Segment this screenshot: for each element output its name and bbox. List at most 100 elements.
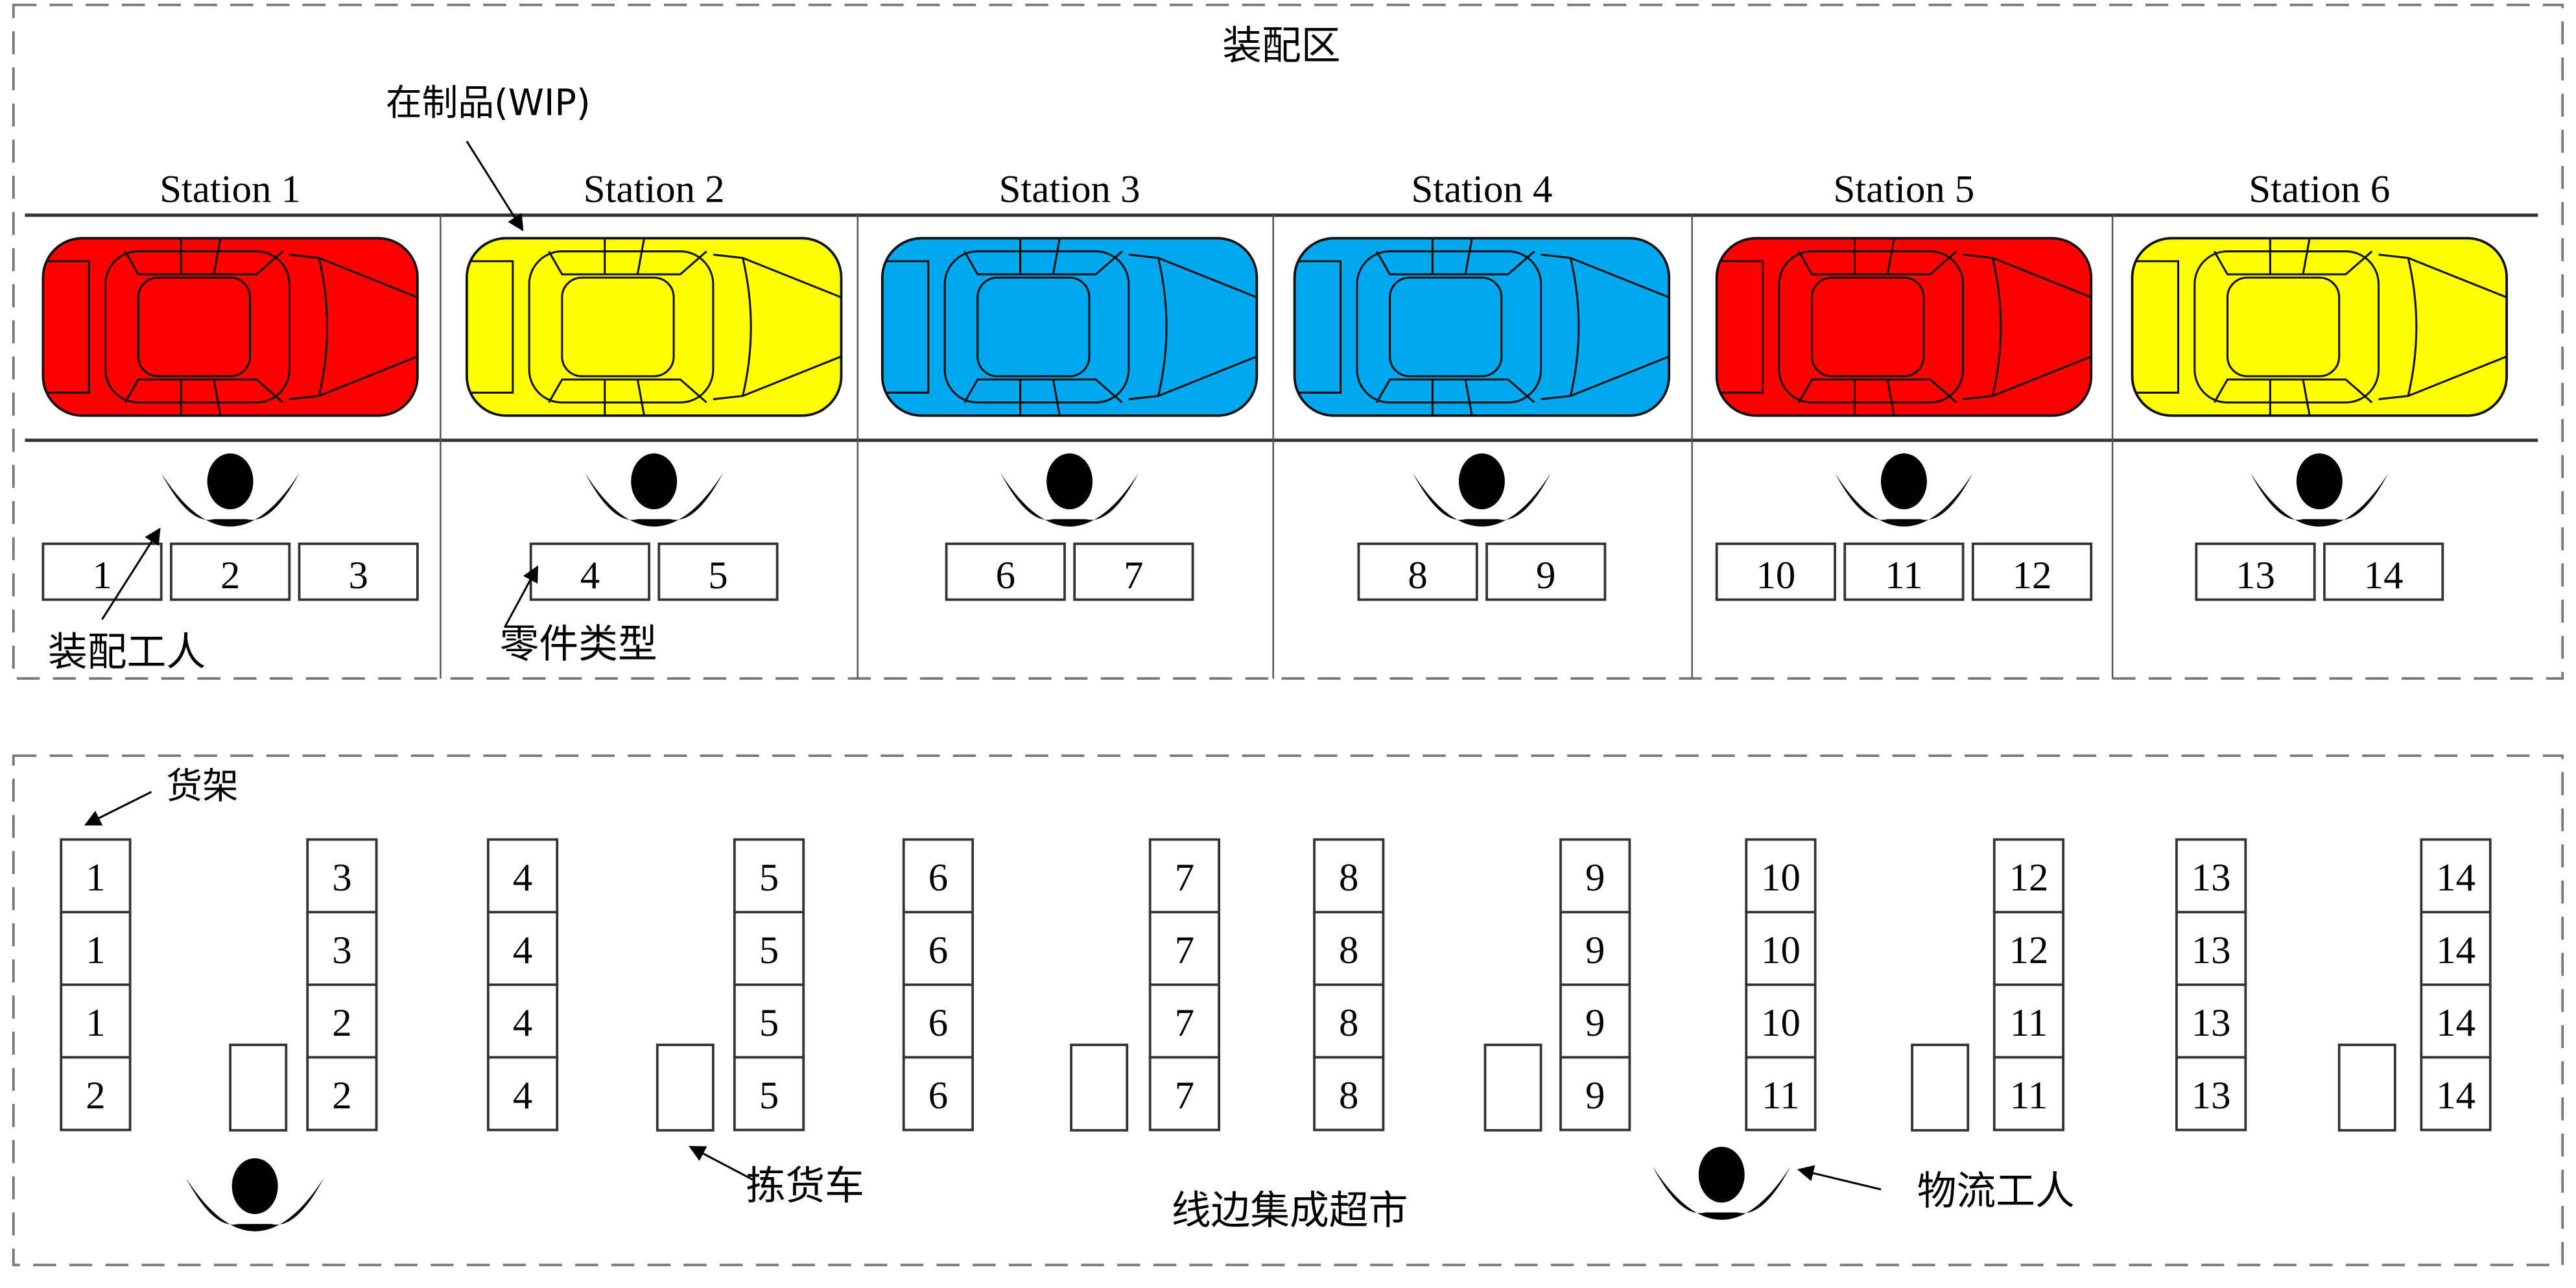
picking-cart [1483,1044,1542,1132]
shelf-slot [60,838,132,914]
shelf-slot [902,1056,975,1132]
picking-cart [656,1044,715,1132]
shelf-slot [486,1056,559,1132]
shelf-part-number: 5 [759,856,779,900]
shelf-part-number: 7 [1175,1074,1194,1117]
shelf-part-number: 8 [1339,1001,1358,1045]
shelf-part-number: 4 [513,1074,532,1117]
shelf-part-number: 11 [1762,1074,1800,1117]
shelf-slot [733,911,805,986]
shelf-slot [1313,1056,1385,1132]
shelf-part-number: 10 [1761,856,1801,900]
shelf-slot [2175,983,2247,1059]
shelf-slot [306,1056,378,1132]
shelf-slot [60,911,132,986]
station-label: Station 3 [999,168,1140,211]
assembly-area-title: 装配区 [1222,23,1340,69]
shelf-part-number: 13 [2192,856,2231,900]
shelf-part-number: 10 [1761,929,1801,972]
wip-arrow [466,141,524,232]
wip-label: 在制品(WIP) [386,82,591,124]
shelf-slot [1559,1056,1631,1132]
shelf-label: 货架 [166,765,238,807]
shelf-slot [2420,1056,2492,1132]
shelf-part-number: 14 [2436,1074,2476,1117]
shelf-part-number: 2 [332,1074,351,1117]
shelf-part-number: 9 [1585,1001,1605,1045]
worker-icon [1835,453,1973,527]
shelf-part-number: 6 [928,1074,948,1117]
part-number: 1 [92,554,112,597]
shelf-part-number: 9 [1585,929,1605,972]
part-bin: 8 [1357,542,1478,601]
part-number: 8 [1408,554,1427,597]
shelf-part-number: 12 [2009,929,2049,972]
shelf-slot [2175,911,2247,986]
part-number: 3 [349,554,368,597]
part-bin: 11 [1843,542,1965,601]
shelf-part-number: 4 [513,1001,532,1045]
worker-icon [161,453,300,527]
shelf-part-number: 7 [1175,856,1194,900]
shelf-part-number: 10 [1761,1001,1801,1045]
shelf-slot [1313,983,1385,1059]
shelf-slot [306,911,378,986]
part-number: 5 [708,554,727,597]
car-wip-icon [1715,237,2093,417]
shelf-arrow [84,791,152,826]
car-wip-icon [466,237,843,417]
shelf-part-number: 14 [2436,1001,2476,1045]
picking-cart [1070,1044,1129,1132]
shelf-slot [486,911,559,986]
part-bin: 5 [657,542,779,601]
worker-icon [1652,1147,1791,1220]
shelf-slot [2420,838,2492,914]
shelf-slot [486,838,559,914]
assembly-area-boundary [12,3,2564,680]
shelf-part-number: 8 [1339,1074,1358,1117]
shelf-part-number: 1 [86,1001,105,1045]
shelf-slot [733,838,805,914]
assembly-worker-label: 装配工人 [48,630,206,675]
shelf-part-number: 5 [759,1074,779,1117]
supermarket-boundary [12,754,2564,1267]
shelf-part-number: 12 [2009,856,2049,900]
part-number: 2 [220,554,240,597]
shelf-part-number: 9 [1585,1074,1605,1117]
shelf-part-number: 7 [1175,929,1194,972]
shelf-part-number: 2 [86,1074,105,1117]
cart-arrow [689,1145,753,1181]
shelf-slot [1992,1056,2065,1132]
shelf-slot [2175,838,2247,914]
part-bin: 2 [170,542,291,601]
worker-icon [2250,453,2389,527]
shelf-slot [60,1056,132,1132]
shelf-rack: 10 10 10 11 [1745,838,1817,1132]
shelf-slot [2175,1056,2247,1132]
part-number: 4 [580,554,600,597]
shelf-part-number: 8 [1339,929,1358,972]
shelf-slot [2420,983,2492,1059]
shelf-slot [733,983,805,1059]
assembly-worker-arrow [101,527,161,620]
picking-cart [229,1044,288,1132]
shelf-part-number: 1 [86,856,105,900]
part-number: 6 [996,554,1015,597]
shelf-slot [1559,911,1631,986]
shelf-part-number: 4 [513,856,532,900]
shelf-slot [1148,838,1221,914]
shelf-slot [306,838,378,914]
shelf-slot [306,983,378,1059]
part-number: 7 [1124,554,1143,597]
part-number: 14 [2364,554,2404,597]
shelf-part-number: 3 [332,929,351,972]
shelf-slot [733,1056,805,1132]
